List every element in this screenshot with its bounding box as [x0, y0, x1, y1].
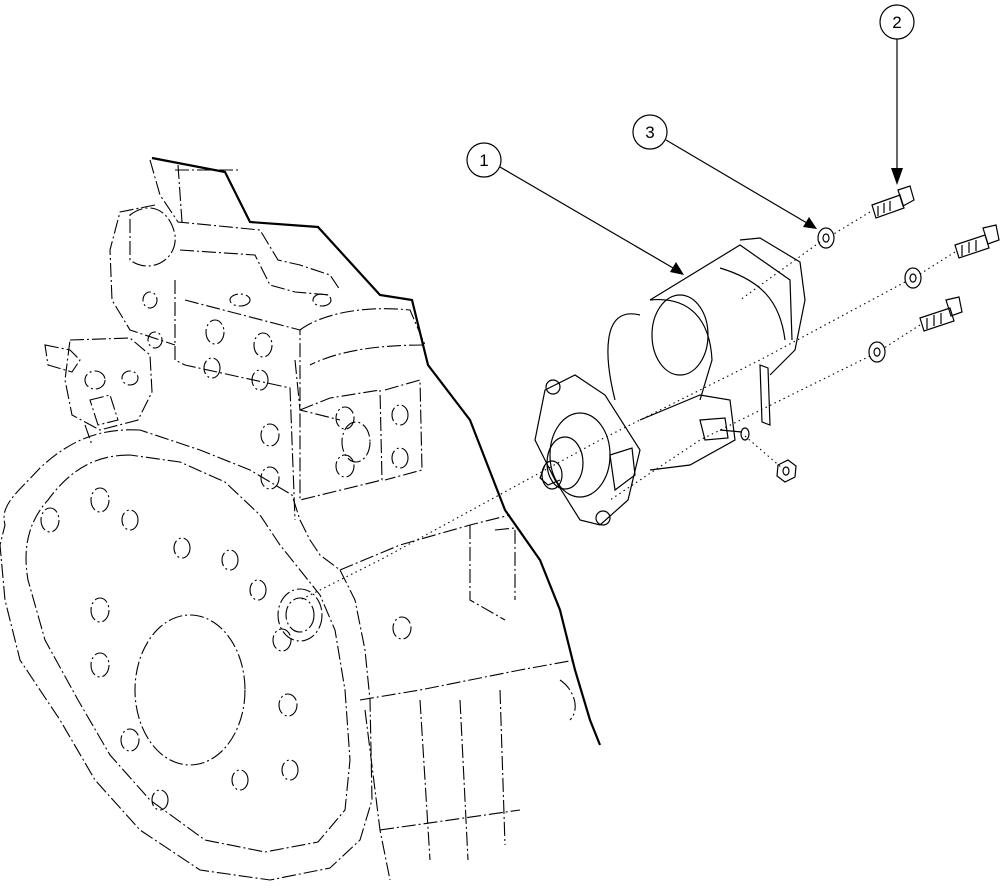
callout-3: 3	[632, 114, 817, 229]
callout-2-label: 2	[892, 13, 901, 32]
callout-1: 1	[466, 142, 684, 275]
washers	[817, 227, 922, 363]
callout-2: 2	[879, 4, 915, 185]
starter-motor	[534, 237, 806, 526]
bolt-lower	[919, 296, 963, 332]
callout-3-label: 3	[645, 123, 654, 142]
engine-block-phantom	[0, 159, 576, 881]
bolt-middle	[954, 224, 1000, 259]
assembly-lines	[299, 211, 956, 601]
bolt-top	[871, 185, 915, 219]
nut	[776, 459, 797, 483]
callout-1-label: 1	[479, 151, 488, 170]
break-line	[151, 156, 602, 746]
